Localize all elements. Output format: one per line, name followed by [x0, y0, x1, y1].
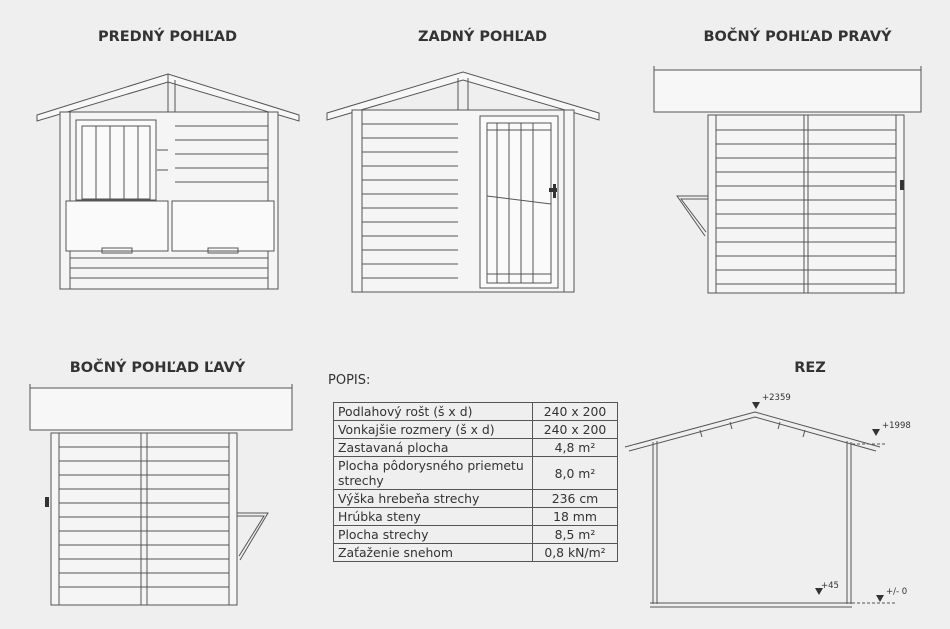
spec-name: Zastavaná plocha [333, 438, 533, 457]
front-view-title: PREDNÝ POHĽAD [97, 29, 237, 45]
spec-label: POPIS: [328, 373, 371, 388]
spec-value: 18 mm [532, 507, 618, 526]
level-ground: +/- 0 [886, 587, 907, 597]
spec-value: 240 x 200 [532, 420, 618, 439]
level-ridge: +2359 [762, 393, 791, 403]
spec-name: Podlahový rošt (š x d) [333, 402, 533, 421]
level-eave: +1998 [882, 421, 911, 431]
spec-table: Podlahový rošt (š x d)240 x 200 Vonkajši… [333, 402, 618, 562]
spec-value: 0,8 kN/m² [532, 543, 618, 562]
level-floor: +45 [821, 581, 839, 591]
level-marker-icon [752, 402, 760, 409]
level-marker-icon [876, 595, 884, 602]
table-row: Vonkajšie rozmery (š x d)240 x 200 [333, 420, 618, 439]
left-side-view-title: BOČNÝ POHĽAD ĽAVÝ [69, 360, 246, 376]
back-view-title: ZADNÝ POHĽAD [417, 29, 548, 45]
spec-name: Zaťaženie snehom [333, 543, 533, 562]
spec-value: 8,0 m² [532, 456, 618, 490]
section-view-title: REZ [794, 360, 826, 376]
table-row: Podlahový rošt (š x d)240 x 200 [333, 402, 618, 421]
right-side-view-title: BOČNÝ POHĽAD PRAVÝ [703, 29, 892, 45]
level-marker-icon [815, 588, 823, 595]
level-marker-icon [872, 429, 880, 436]
